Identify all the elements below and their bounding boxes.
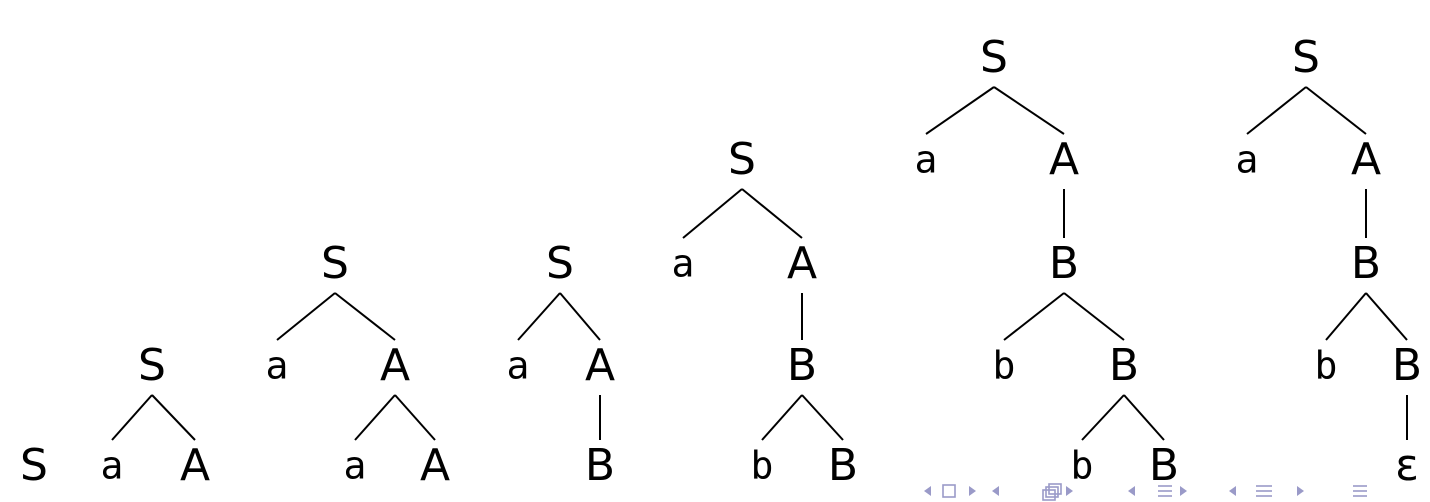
tree-4-node: S [546, 238, 574, 289]
tree-2-edge [111, 394, 153, 441]
nav-subsection-icon[interactable] [1229, 485, 1304, 497]
tree-2-node: A [180, 440, 210, 491]
tree-3-node: A [380, 340, 410, 391]
nav-first-icon[interactable] [924, 484, 976, 498]
beamer-navigation-bar [924, 483, 1367, 501]
tree-7-edge [1365, 292, 1408, 341]
tree-3-node: a [266, 344, 289, 388]
tree-5-node: B [828, 440, 858, 491]
tree-7-node: B [1392, 340, 1422, 391]
tree-2-node: S [138, 340, 166, 391]
tree-3-node: a [344, 444, 367, 488]
tree-7-node: S [1292, 32, 1320, 83]
tree-6-node: a [915, 138, 938, 182]
tree-6-edge [1063, 292, 1125, 341]
tree-4-edge [517, 292, 561, 341]
tree-7-edge [1325, 292, 1367, 341]
tree-6-edge [1081, 394, 1125, 441]
tree-6-node: B [1149, 440, 1179, 491]
tree-5-node: A [787, 238, 817, 289]
tree-3-edge [354, 394, 396, 441]
tree-7-node: B [1351, 238, 1381, 289]
tree-3-node: S [321, 238, 349, 289]
tree-6-node: A [1049, 134, 1079, 185]
tree-6-node: B [1109, 340, 1139, 391]
nav-section-icon[interactable] [1128, 485, 1187, 497]
tree-5-node: a [672, 242, 695, 286]
tree-7-edge [1246, 86, 1307, 135]
tree-2-edge [151, 394, 196, 441]
tree-6-node: S [980, 32, 1008, 83]
tree-3-edge [334, 292, 396, 341]
tree-4-node: B [585, 440, 615, 491]
tree-7-node: a [1236, 138, 1259, 182]
nav-frame-icon[interactable] [992, 483, 1073, 501]
tree-3-edge [276, 292, 336, 341]
tree-6-node: b [993, 344, 1016, 388]
tree-5-node: S [728, 134, 756, 185]
tree-7-node: b [1315, 344, 1338, 388]
tree-5-edge [741, 188, 803, 239]
tree-4-node: A [585, 340, 615, 391]
tree-6-edge [993, 86, 1065, 135]
tree-5-edge [761, 394, 803, 441]
tree-5-edge [801, 394, 844, 441]
nav-menu-icon[interactable] [1353, 485, 1367, 497]
tree-3-node: A [420, 440, 450, 491]
tree-6-edge [1003, 292, 1065, 341]
tree-1-node: S [20, 440, 48, 491]
tree-5-node: b [751, 444, 774, 488]
tree-7-edge [1305, 86, 1367, 135]
tree-5-edge [682, 188, 743, 239]
tree-6-node: B [1049, 238, 1079, 289]
tree-6-edge [1123, 394, 1165, 441]
tree-4-node: a [507, 344, 530, 388]
tree-6-node: b [1071, 444, 1094, 488]
tree-3-edge [394, 394, 436, 441]
tree-2-node: a [101, 444, 124, 488]
tree-5-node: B [787, 340, 817, 391]
tree-6-edge [925, 86, 995, 135]
tree-4-edge [559, 292, 601, 341]
tree-7-node: ε [1395, 440, 1419, 491]
tree-7-node: A [1351, 134, 1381, 185]
